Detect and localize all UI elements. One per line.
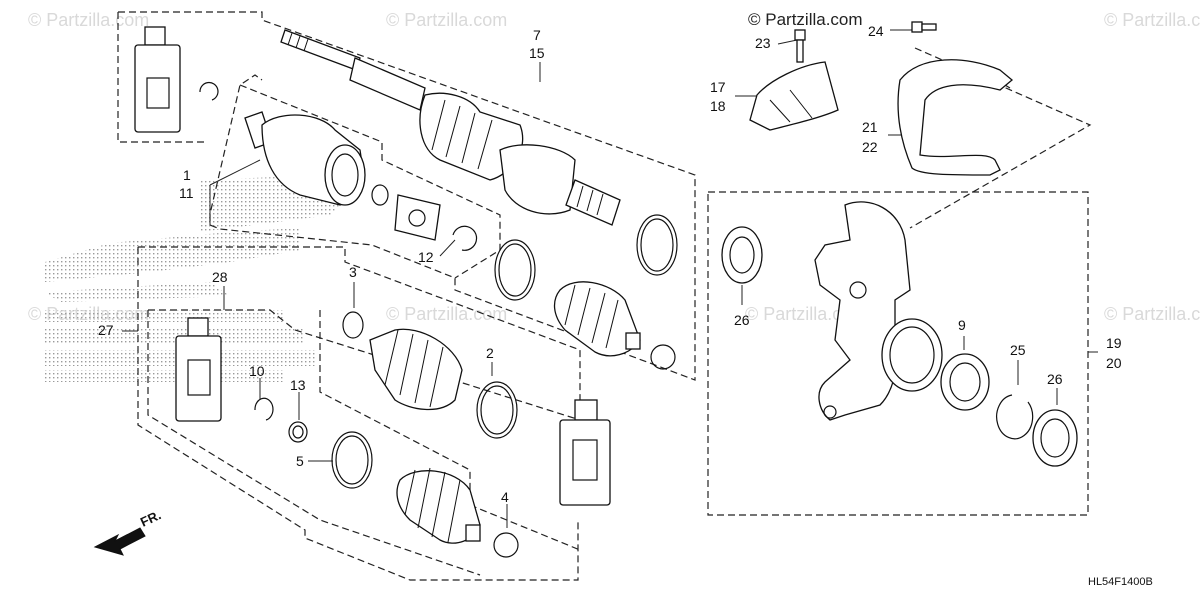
driveshaft-assembly[interactable]	[280, 29, 621, 226]
boot-upper[interactable]	[553, 281, 641, 357]
callout-23[interactable]: 23	[755, 35, 771, 51]
cover-17-18[interactable]	[749, 61, 839, 131]
callout-11[interactable]: 11	[179, 185, 194, 201]
watermark-text: © Partzilla.com	[386, 10, 507, 30]
callout-25[interactable]: 25	[1010, 342, 1026, 358]
callout-15[interactable]: 15	[529, 45, 545, 61]
callout-27[interactable]: 27	[98, 322, 114, 338]
callout-2[interactable]: 2	[486, 345, 494, 361]
callout-13[interactable]: 13	[290, 377, 306, 393]
callout-3[interactable]: 3	[349, 264, 357, 280]
band-4[interactable]	[493, 532, 519, 558]
guard-21-22[interactable]	[897, 59, 1014, 176]
bearing-9[interactable]	[940, 353, 990, 411]
callout-12[interactable]: 12	[418, 249, 434, 265]
callout-4[interactable]: 4	[501, 489, 509, 505]
callout-5[interactable]: 5	[296, 453, 304, 469]
watermark-group: © Partzilla.com © Partzilla.com © Partzi…	[28, 10, 1200, 324]
diagram-code: HL54F1400B	[1088, 576, 1153, 588]
callout-26-left[interactable]: 26	[734, 312, 750, 328]
circlip-10[interactable]	[254, 397, 274, 421]
callout-7[interactable]: 7	[533, 27, 541, 43]
watermark-text: © Partzilla.com	[386, 304, 507, 324]
callout-28[interactable]: 28	[212, 269, 228, 285]
copyright-text: © Partzilla.com	[748, 10, 863, 29]
seal-26-right[interactable]	[1032, 409, 1078, 467]
circlip-upper[interactable]	[199, 81, 219, 101]
callout-26-right[interactable]: 26	[1047, 371, 1063, 387]
callout-20[interactable]: 20	[1106, 355, 1122, 371]
boot-lower-b[interactable]	[396, 467, 481, 544]
circlip-12[interactable]	[452, 225, 478, 251]
watermark-text: © Partzilla.com	[745, 304, 866, 324]
front-label: FR.	[138, 507, 163, 529]
seal-26-left[interactable]	[721, 226, 763, 284]
band-small-upper[interactable]	[650, 344, 676, 370]
callout-19[interactable]: 19	[1106, 335, 1122, 351]
circlip-inner[interactable]	[371, 184, 389, 206]
clip-13[interactable]	[288, 421, 308, 443]
band-upper-b[interactable]	[636, 214, 678, 276]
band-2[interactable]	[476, 381, 518, 439]
bolt-24[interactable]	[911, 21, 937, 33]
callout-10[interactable]: 10	[249, 363, 265, 379]
group-outlines	[117, 11, 1092, 581]
callout-22[interactable]: 22	[862, 139, 878, 155]
tripod-joint[interactable]	[394, 194, 441, 241]
grease-bottle-upper[interactable]	[134, 26, 181, 133]
boot-lower-a[interactable]	[369, 328, 463, 411]
leader-lines	[122, 29, 1098, 528]
band-3[interactable]	[342, 311, 364, 339]
inboard-joint[interactable]	[244, 111, 366, 206]
callout-9[interactable]: 9	[958, 317, 966, 333]
circlip-25[interactable]	[996, 394, 1034, 440]
front-arrow-icon: FR.	[93, 507, 163, 556]
watermark-text: © Partzilla.com	[1104, 10, 1200, 30]
grease-bottle-lower[interactable]	[175, 317, 222, 422]
watermark-text: © Partzilla.com	[28, 10, 149, 30]
brand-watermark-dots	[45, 175, 345, 382]
callout-21[interactable]: 21	[862, 119, 878, 135]
callout-18[interactable]: 18	[710, 98, 726, 114]
callout-24[interactable]: 24	[868, 23, 884, 39]
knuckle-19-20[interactable]	[814, 201, 943, 421]
callout-1[interactable]: 1	[183, 167, 191, 183]
bolt-23[interactable]	[794, 29, 806, 63]
callout-17[interactable]: 17	[710, 79, 726, 95]
band-upper-a[interactable]	[494, 239, 536, 301]
watermark-text: © Partzilla.com	[1104, 304, 1200, 324]
callout-labels: 7 15 1 11 12 17 18 23 24 21 22 26 9 25 2…	[98, 23, 1122, 505]
band-5[interactable]	[331, 431, 373, 489]
grease-bottle-right[interactable]	[559, 399, 611, 506]
